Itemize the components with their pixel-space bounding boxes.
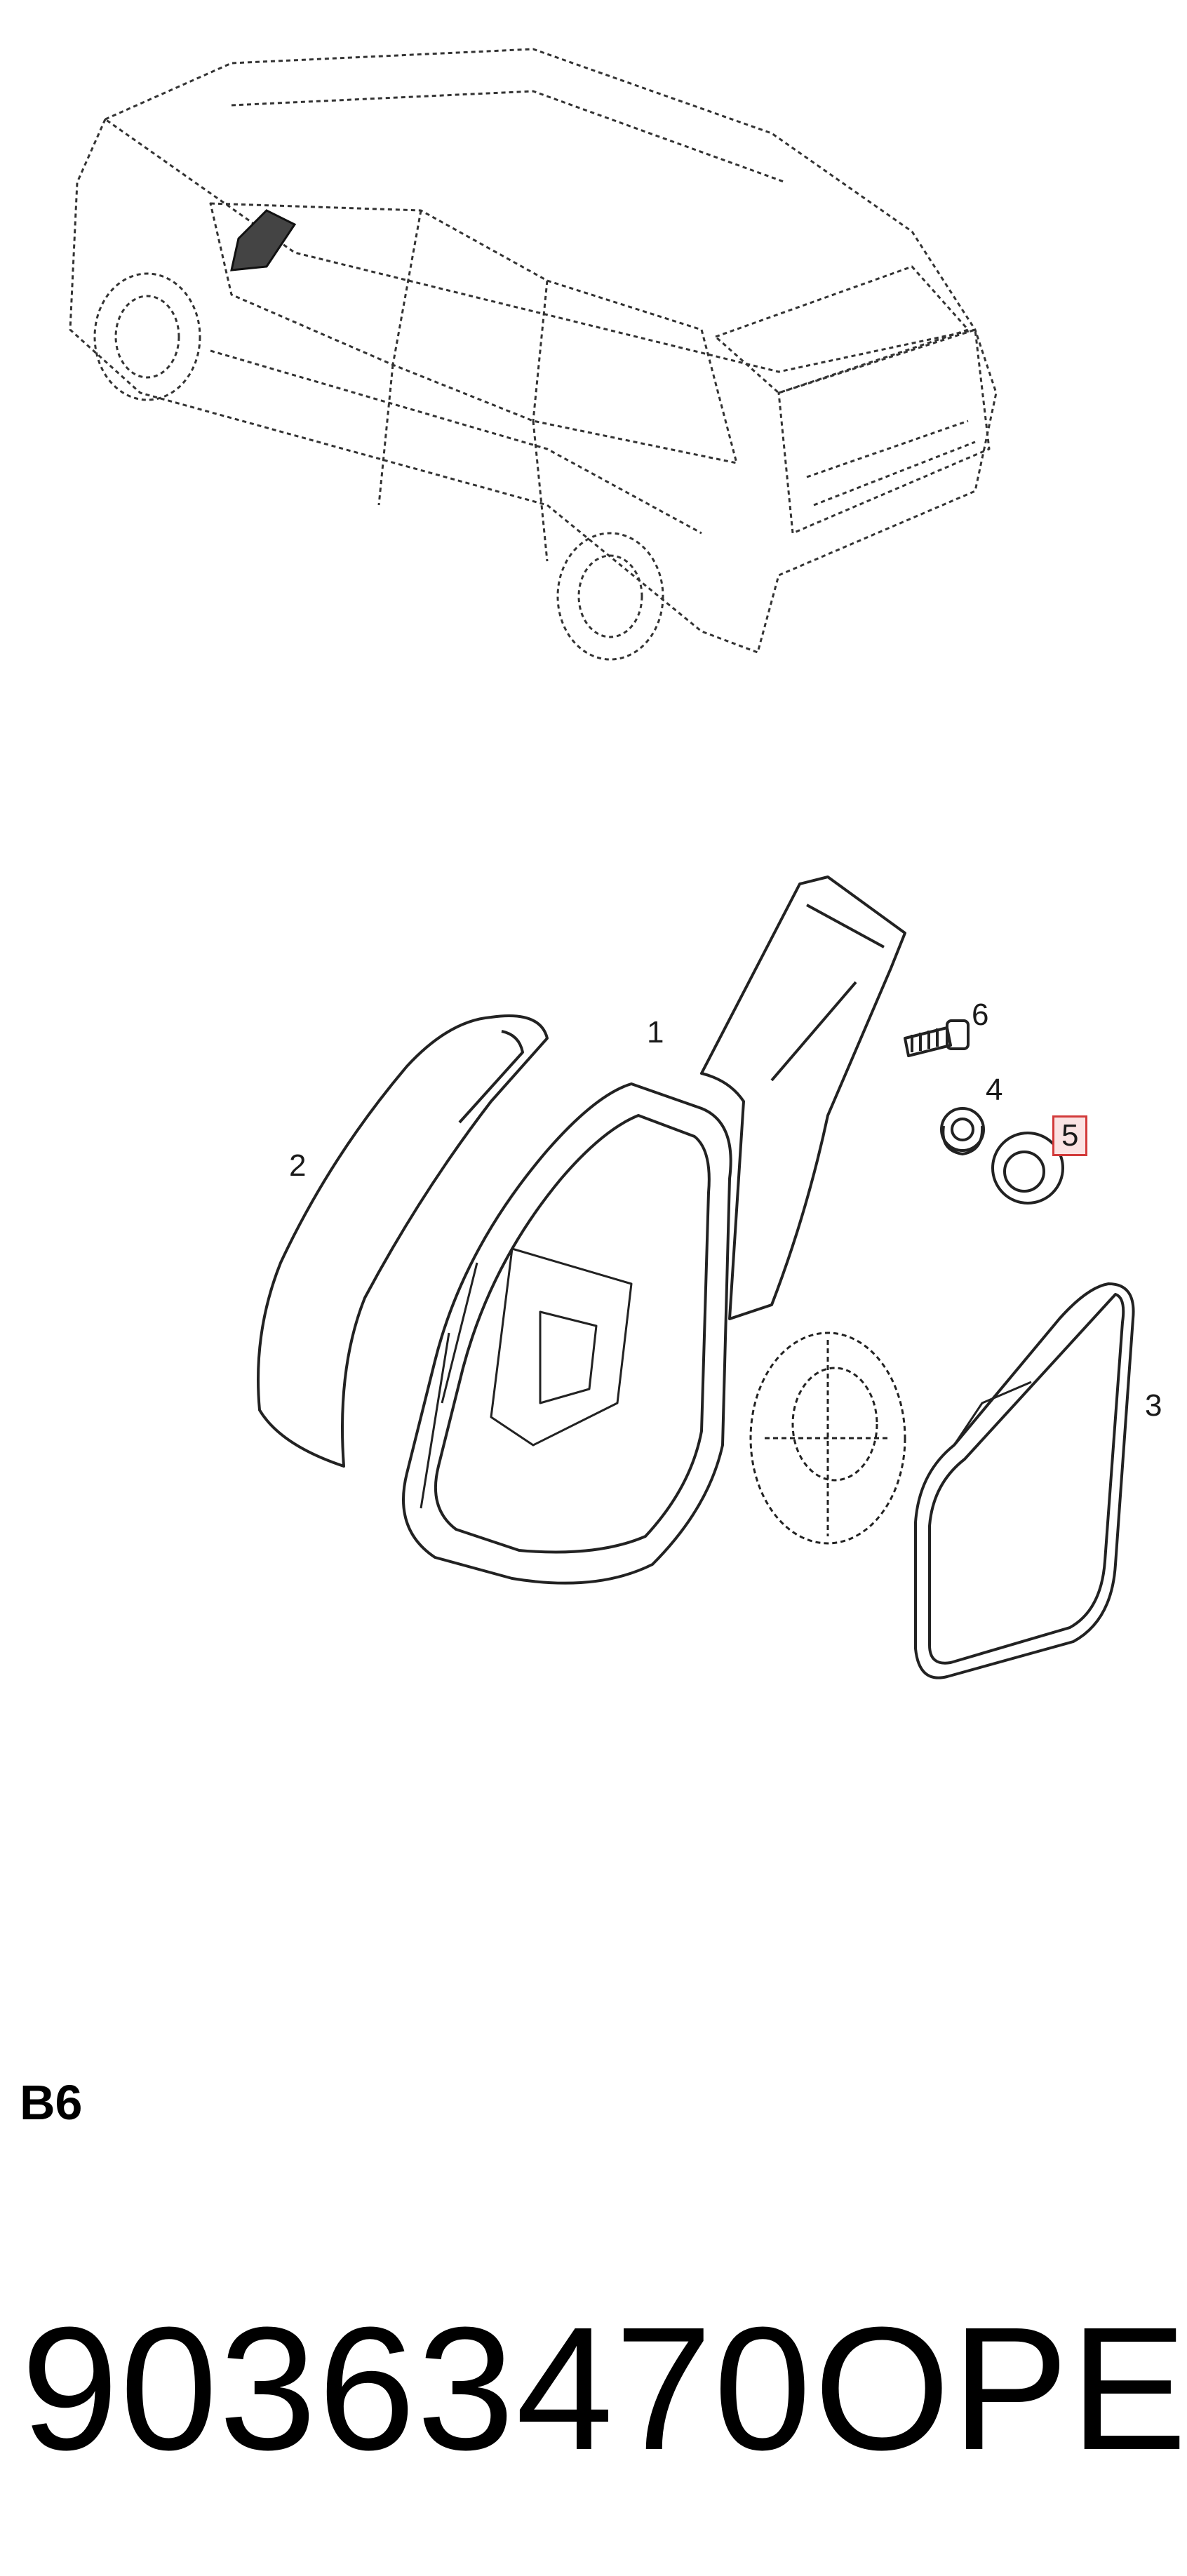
mirror-housing-frame xyxy=(402,1082,732,1585)
vehicle-overview-illustration xyxy=(69,48,998,661)
brand-name: OPEL xyxy=(814,2290,1187,2486)
vehicle-mirror-highlight xyxy=(230,209,297,271)
callout-part-3: 3 xyxy=(1145,1388,1162,1423)
vehicle-rear-hatch xyxy=(777,328,991,535)
part-number: 90363470 xyxy=(21,2290,813,2486)
mirror-glass xyxy=(914,1282,1135,1679)
callout-part-5-highlighted: 5 xyxy=(1052,1115,1088,1156)
mirror-motor-dashed xyxy=(749,1331,906,1545)
callout-part-6: 6 xyxy=(972,998,989,1032)
callout-part-4: 4 xyxy=(986,1073,1003,1107)
callout-part-1: 1 xyxy=(647,1015,664,1049)
section-code: B6 xyxy=(20,2075,83,2130)
callout-part-2: 2 xyxy=(289,1148,307,1183)
mirror-cover xyxy=(257,1014,549,1468)
mirror-exploded-view xyxy=(257,876,1135,1679)
vehicle-rear-window xyxy=(714,265,970,394)
vehicle-front-wheel xyxy=(93,272,201,401)
vehicle-roof-outline xyxy=(104,48,977,373)
screw-part-6 xyxy=(904,1026,952,1057)
vehicle-rear-wheel xyxy=(556,532,664,661)
mirror-arm-base xyxy=(700,876,906,1320)
cap-part-5 xyxy=(991,1132,1064,1205)
vehicle-windows xyxy=(209,202,738,464)
